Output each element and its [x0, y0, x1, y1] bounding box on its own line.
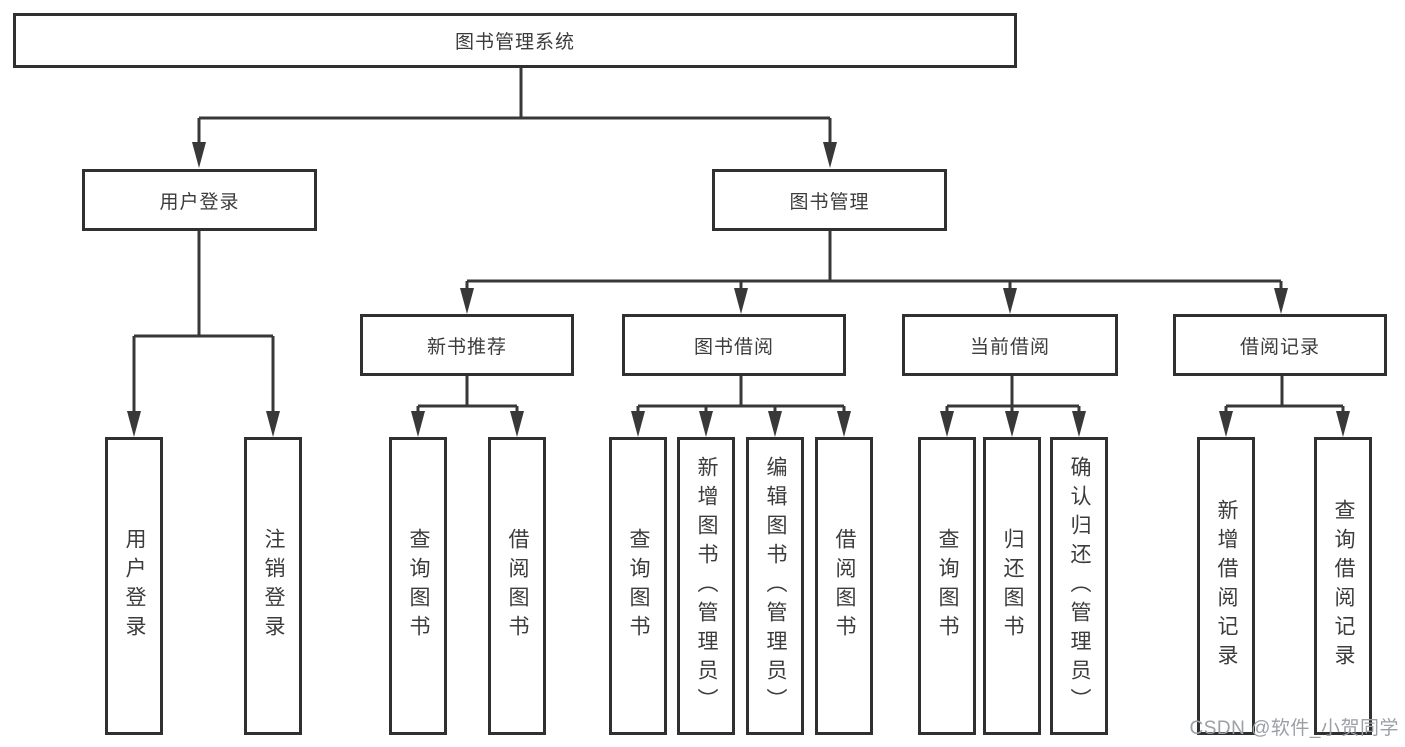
node-book-management: 图书管理	[712, 169, 947, 231]
leaf-user-login: 用户登录	[105, 437, 163, 735]
leaf-query-borrow-record: 查询借阅记录	[1314, 437, 1372, 735]
node-current-borrow-label: 当前借阅	[969, 336, 1050, 358]
leaf-user-login-label: 用户登录	[123, 528, 146, 644]
leaf-confirm-return-admin-label: 确认归还（管理员）	[1068, 455, 1091, 717]
leaf-query-books-borrow-label: 查询图书	[627, 528, 650, 644]
leaf-edit-books-admin-label: 编辑图书（管理员）	[764, 455, 787, 717]
leaf-borrow-books: 借阅图书	[815, 437, 873, 735]
connector-user-login-to-leaves	[127, 231, 280, 437]
leaf-edit-books-admin: 编辑图书（管理员）	[746, 437, 804, 735]
node-user-login-label: 用户登录	[159, 191, 240, 213]
connector-current-borrow-to-leaves	[940, 376, 1086, 437]
leaf-logout: 注销登录	[244, 437, 302, 735]
leaf-add-books-admin: 新增图书（管理员）	[677, 437, 735, 735]
node-book-borrow: 图书借阅	[622, 314, 846, 376]
leaf-query-books-borrow: 查询图书	[609, 437, 667, 735]
node-current-borrow: 当前借阅	[902, 314, 1118, 376]
node-book-management-label: 图书管理	[789, 191, 870, 213]
leaf-logout-label: 注销登录	[262, 528, 285, 644]
leaf-borrow-books-label: 借阅图书	[833, 528, 856, 644]
node-root: 图书管理系统	[13, 13, 1017, 68]
leaf-query-books-current-label: 查询图书	[936, 528, 959, 644]
node-new-book-recommend-label: 新书推荐	[426, 336, 507, 358]
leaf-add-books-admin-label: 新增图书（管理员）	[695, 455, 718, 717]
connector-book-borrow-to-leaves	[631, 376, 851, 437]
connector-root-to-level2	[192, 68, 837, 168]
node-new-book-recommend: 新书推荐	[360, 314, 574, 376]
leaf-confirm-return-admin: 确认归还（管理员）	[1050, 437, 1108, 735]
node-user-login: 用户登录	[82, 169, 317, 231]
node-borrow-records-label: 借阅记录	[1239, 336, 1320, 358]
connector-book-management-to-level3	[460, 231, 1288, 314]
leaf-borrow-books-recommend-label: 借阅图书	[506, 528, 529, 644]
connector-borrow-records-to-leaves	[1219, 376, 1350, 437]
node-book-borrow-label: 图书借阅	[693, 336, 774, 358]
leaf-return-books: 归还图书	[983, 437, 1041, 735]
leaf-query-borrow-record-label: 查询借阅记录	[1332, 499, 1355, 673]
leaf-query-books-current: 查询图书	[918, 437, 976, 735]
connector-new-book-recommend-to-leaves	[411, 376, 524, 437]
leaf-query-books-recommend-label: 查询图书	[407, 528, 430, 644]
csdn-watermark: CSDN @软件_小贺同学	[1189, 718, 1399, 739]
node-root-label: 图书管理系统	[454, 32, 575, 53]
leaf-add-borrow-record-label: 新增借阅记录	[1215, 499, 1238, 673]
leaf-add-borrow-record: 新增借阅记录	[1197, 437, 1255, 735]
leaf-borrow-books-recommend: 借阅图书	[488, 437, 546, 735]
node-borrow-records: 借阅记录	[1173, 314, 1387, 376]
leaf-return-books-label: 归还图书	[1001, 528, 1024, 644]
leaf-query-books-recommend: 查询图书	[389, 437, 447, 735]
